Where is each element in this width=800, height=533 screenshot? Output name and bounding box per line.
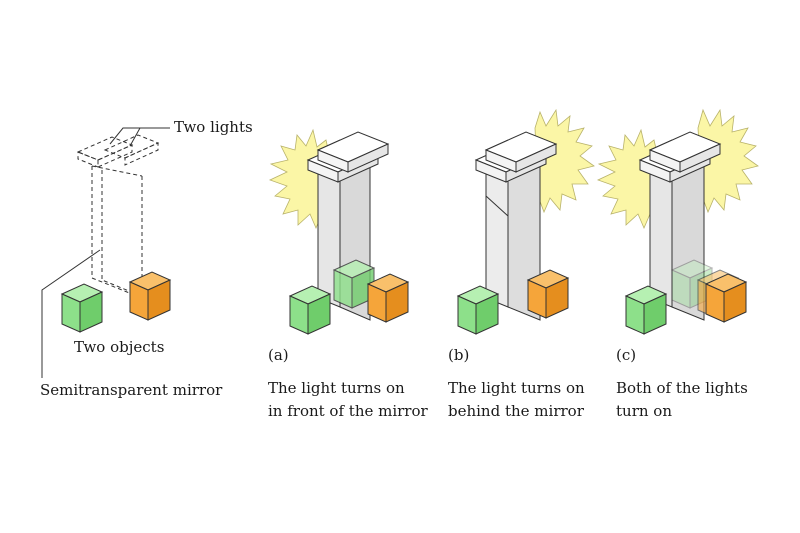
panel-b-caption-2: behind the mirror	[448, 402, 585, 420]
panel-a: (a) The light turns on in front of the m…	[268, 128, 429, 420]
light-glow	[697, 108, 759, 214]
semitransparent-mirror-label: Semitransparent mirror	[40, 381, 223, 399]
panel-c-caption-1: Both of the lights	[616, 379, 748, 397]
panel-a-caption-1: The light turns on	[268, 379, 405, 397]
green-cube	[61, 283, 103, 333]
panel-b-tag: (b)	[448, 346, 469, 364]
panel-c-caption-2: turn on	[616, 402, 672, 420]
green-cube	[625, 285, 667, 335]
orange-cube	[527, 269, 569, 319]
light-glow	[534, 108, 595, 214]
orange-cube	[129, 271, 171, 321]
green-cube	[289, 285, 331, 335]
two-objects-label: Two objects	[74, 338, 164, 356]
panel-a-caption-2: in front of the mirror	[268, 402, 429, 420]
panel-b-caption-1: The light turns on	[448, 379, 585, 397]
panel-a-tag: (a)	[268, 346, 289, 364]
panel-c-tag: (c)	[616, 346, 636, 364]
schematic: Two lights Two objects Semitransparent m…	[40, 118, 253, 399]
two-lights-label: Two lights	[174, 118, 253, 136]
panel-c: (c) Both of the lights turn on	[596, 108, 759, 420]
panel-b: (b) The light turns on behind the mirror	[448, 108, 595, 420]
green-cube	[457, 285, 499, 335]
orange-cube	[705, 273, 747, 323]
orange-cube	[367, 273, 409, 323]
